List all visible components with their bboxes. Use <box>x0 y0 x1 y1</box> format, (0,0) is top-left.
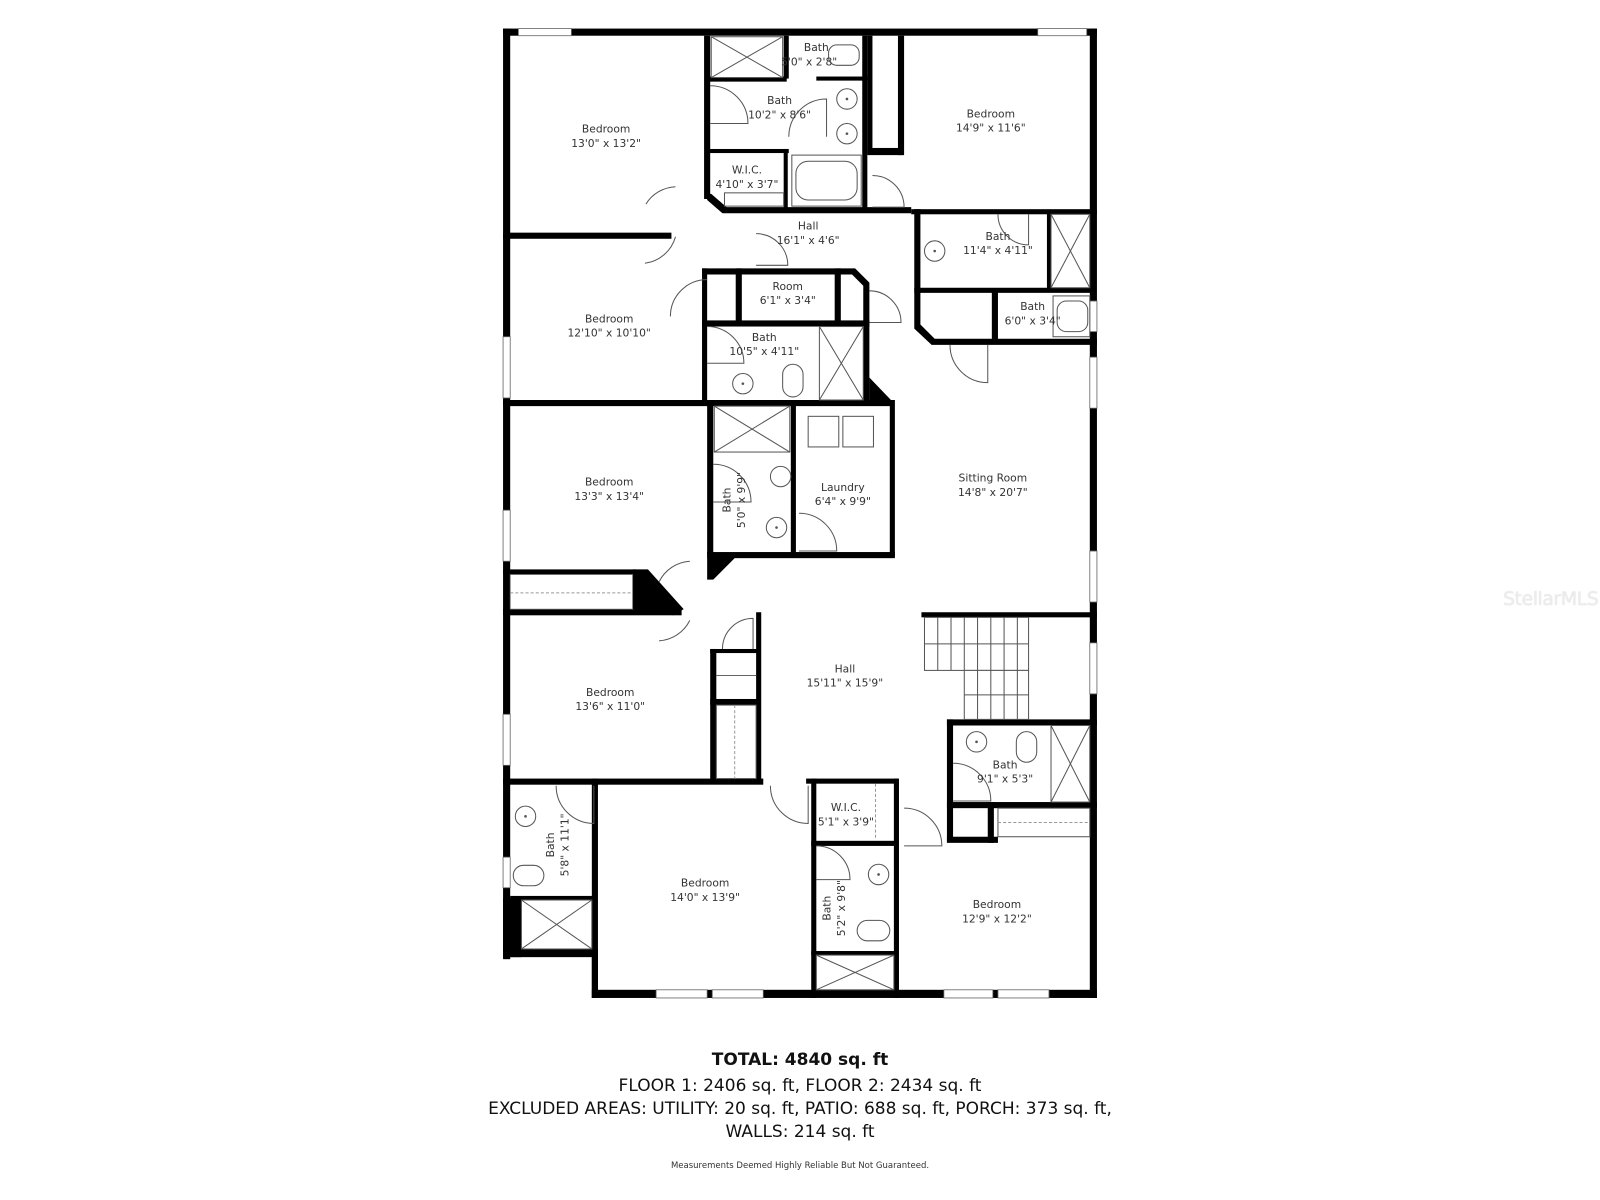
room-name: Room <box>773 280 803 293</box>
sink-icon <box>836 122 858 145</box>
room-name: Bedroom <box>967 107 1015 120</box>
room-dims: 15'11" x 15'9" <box>807 677 884 690</box>
room-name: W.I.C. <box>732 163 762 176</box>
room-dims: 14'9" x 11'6" <box>956 122 1026 135</box>
room-dims: 12'9" x 12'2" <box>962 912 1032 925</box>
shower-icon <box>818 326 864 401</box>
room-dims: 9'1" x 5'3" <box>977 773 1033 786</box>
bathtub-icon <box>791 154 862 207</box>
toilet-icon <box>1015 731 1038 763</box>
sink-icon <box>732 372 754 395</box>
room-name: Hall <box>835 662 856 675</box>
room-dims: 6'0" x 3'4" <box>1005 314 1061 327</box>
sink-icon <box>867 863 890 886</box>
room-labels: Bedroom 13'0" x 13'2" Bath 5'0" x 2'8" B… <box>544 41 1061 936</box>
room-dims: 14'8" x 20'7" <box>958 486 1028 499</box>
room-dims: 13'3" x 13'4" <box>574 490 644 503</box>
room-dims: 5'0" x 2'8" <box>781 55 837 68</box>
room-dims: 12'10" x 10'10" <box>568 327 651 340</box>
room-name: Bedroom <box>585 476 633 489</box>
toilet-icon <box>782 363 804 398</box>
room-dims: 10'2" x 8'6" <box>748 108 811 121</box>
room-name: Bath <box>752 331 777 344</box>
shower-icon <box>713 405 791 453</box>
room-name: Bath <box>544 832 557 857</box>
room-name: Bath <box>993 758 1018 771</box>
toilet-icon <box>512 864 545 887</box>
shower-icon <box>815 954 895 991</box>
sink-icon <box>965 731 988 753</box>
room-name: Bedroom <box>582 123 630 136</box>
room-name: Bath <box>1020 300 1045 313</box>
room-name: Bath <box>767 94 792 107</box>
room-dims: 5'1" x 3'9" <box>818 816 874 829</box>
floor-areas: FLOOR 1: 2406 sq. ft, FLOOR 2: 2434 sq. … <box>618 1076 982 1096</box>
room-dims: 5'8" x 11'1" <box>558 813 571 876</box>
fixtures <box>512 36 1091 991</box>
room-dims: 16'1" x 4'6" <box>777 234 840 247</box>
bathtub-icon <box>1052 295 1091 338</box>
room-dims: 5'0" x 9'9" <box>735 472 748 528</box>
room-dims: 5'2" x 9'8" <box>835 880 848 936</box>
shower-icon <box>1050 725 1091 803</box>
disclaimer: Measurements Deemed Highly Reliable But … <box>670 1161 930 1171</box>
room-name: Bedroom <box>585 312 633 325</box>
room-dims: 14'0" x 13'9" <box>670 891 740 904</box>
room-dims: 4'10" x 3'7" <box>715 178 778 191</box>
toilet-icon <box>769 465 792 488</box>
watermark: StellarMLS <box>1503 588 1599 610</box>
room-name: Sitting Room <box>959 472 1028 485</box>
sink-icon <box>514 805 537 828</box>
room-name: Bedroom <box>681 877 729 890</box>
room-name: Bath <box>821 896 834 921</box>
interior-walls <box>503 35 1097 998</box>
room-name: W.I.C. <box>831 801 861 814</box>
excluded-areas: EXCLUDED AREAS: UTILITY: 20 sq. ft, PATI… <box>488 1099 1112 1119</box>
room-name: Bedroom <box>586 686 634 699</box>
room-dims: 10'5" x 4'11" <box>729 345 799 358</box>
sink-icon <box>836 88 858 110</box>
toilet-icon <box>828 44 860 66</box>
shower-icon <box>710 36 784 79</box>
toilet-icon <box>856 919 891 942</box>
room-dims: 13'0" x 13'2" <box>571 137 641 150</box>
room-dims: 6'4" x 9'9" <box>815 495 871 508</box>
staircase-icon <box>923 616 1030 720</box>
washer-dryer-icon <box>807 415 874 448</box>
room-name: Bath <box>986 230 1011 243</box>
shower-icon <box>520 899 593 950</box>
sink-icon <box>765 516 788 539</box>
shower-icon <box>1050 213 1091 289</box>
sink-icon <box>923 240 946 262</box>
room-name: Bath <box>721 488 734 513</box>
windows <box>502 28 1098 999</box>
room-name: Bedroom <box>973 898 1021 911</box>
walls-area: WALLS: 214 sq. ft <box>725 1122 875 1142</box>
room-name: Bath <box>804 41 829 54</box>
total-area: TOTAL: 4840 sq. ft <box>711 1050 889 1070</box>
room-dims: 11'4" x 4'11" <box>963 244 1033 257</box>
room-name: Laundry <box>821 481 865 494</box>
doors <box>555 85 1030 881</box>
room-name: Hall <box>798 220 819 233</box>
room-dims: 13'6" x 11'0" <box>575 700 645 713</box>
room-dims: 6'1" x 3'4" <box>760 294 816 307</box>
